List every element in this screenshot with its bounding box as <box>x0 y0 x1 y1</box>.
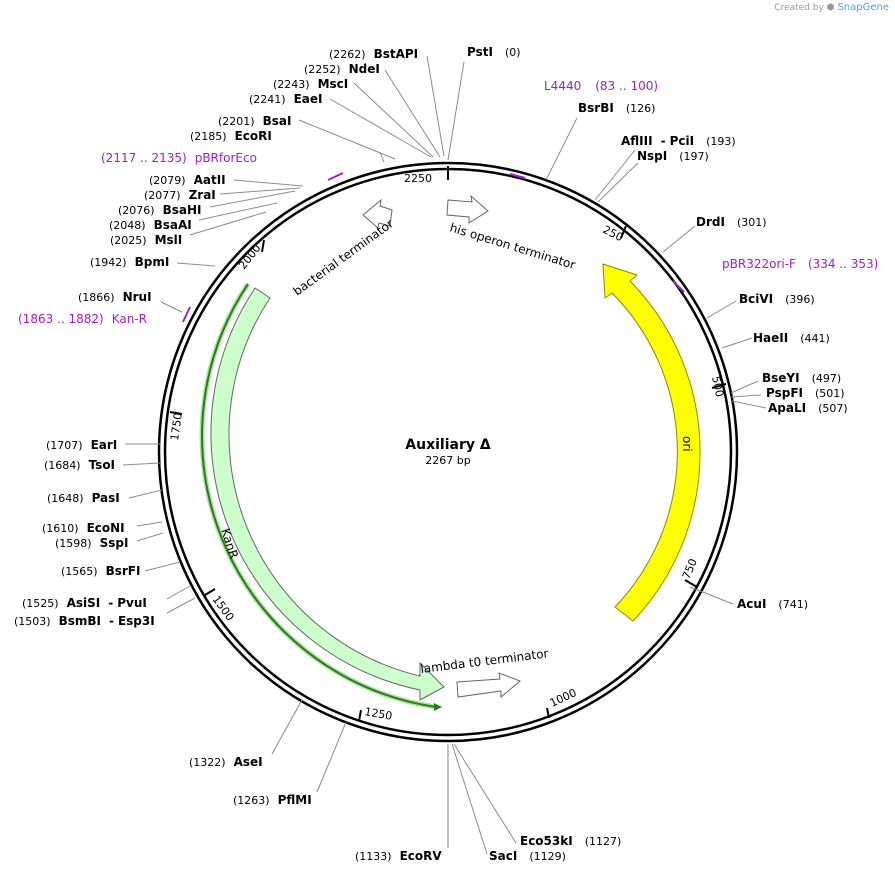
tick-label-2000: 2000 <box>236 242 263 272</box>
tick-label-750: 750 <box>680 557 700 581</box>
kanr-orf-line <box>199 282 442 711</box>
feature-lambda-t0-terminator[interactable] <box>456 672 521 699</box>
tick-label-1750: 1750 <box>168 412 185 442</box>
site-label-bcivi[interactable]: BciVI(396) <box>739 292 815 306</box>
feature-label-lambda-t0-terminator: lambda t0 terminator <box>420 646 550 676</box>
plasmid-length: 2267 bp <box>425 454 470 467</box>
site-label-sspi[interactable]: (1598)SspI <box>55 536 128 550</box>
feature-label-bacterial-terminator: bacterial terminator <box>291 216 397 298</box>
tick-label-2250: 2250 <box>404 172 432 185</box>
site-label-acui[interactable]: AcuI(741) <box>737 597 808 611</box>
site-label-asei[interactable]: (1322)AseI <box>189 755 263 769</box>
feature-label-his-operon-terminator: his operon terminator <box>448 220 577 272</box>
site-label-bpmi[interactable]: (1942)BpmI <box>90 255 169 269</box>
site-label-msli[interactable]: (2025)MslI <box>110 233 182 247</box>
site-label-bstapi[interactable]: (2262)BstAPI <box>329 47 418 61</box>
site-label-bsrbi[interactable]: BsrBI(126) <box>578 101 655 115</box>
primer-label-pbrforeco[interactable]: (2117 .. 2135)pBRforEco <box>101 151 257 165</box>
site-leader-lines <box>122 55 767 855</box>
snapgene-credit: Created by ⬢ SnapGene <box>774 2 889 13</box>
site-label-bsahi[interactable]: (2076)BsaHI <box>118 203 201 217</box>
site-label-pspfi[interactable]: PspFI(501) <box>766 386 845 400</box>
site-label-haeii[interactable]: HaeII(441) <box>753 331 830 345</box>
feature-bacterial-terminator[interactable] <box>362 198 393 229</box>
site-label-ecorv[interactable]: (1133)EcoRV <box>355 849 442 863</box>
site-label-eaei[interactable]: (2241)EaeI <box>249 92 322 106</box>
tick-label-1500: 1500 <box>210 593 237 623</box>
site-label-bsai[interactable]: (2201)BsaI <box>218 114 291 128</box>
site-label-eari[interactable]: (1707)EarI <box>46 438 117 452</box>
tick-label-500: 500 <box>709 375 726 398</box>
tick-label-250: 250 <box>601 223 626 244</box>
site-label-pasi[interactable]: (1648)PasI <box>47 491 120 505</box>
site-label-drdi[interactable]: DrdI(301) <box>696 215 767 229</box>
feature-ori[interactable] <box>602 263 701 622</box>
site-label-ecori[interactable]: (2185)EcoRI <box>190 129 272 143</box>
tick-label-1250: 1250 <box>363 705 393 723</box>
site-label-ndei[interactable]: (2252)NdeI <box>304 62 380 76</box>
site-label-asisi[interactable]: (1525)AsiSI-PvuI <box>22 596 147 610</box>
plasmid-name: Auxiliary Δ <box>405 437 491 453</box>
site-label-tsoi[interactable]: (1684)TsoI <box>44 458 115 472</box>
site-label-psti[interactable]: PstI(0) <box>467 45 521 59</box>
site-label-bseyi[interactable]: BseYI(497) <box>762 371 841 385</box>
site-label-eco53ki[interactable]: Eco53kI(1127) <box>520 834 621 848</box>
primer-marks <box>182 172 685 323</box>
site-label-pflmi[interactable]: (1263)PflMI <box>233 793 312 807</box>
snapgene-logo-icon: ⬢ <box>826 3 835 13</box>
feature-kanr[interactable] <box>210 287 445 701</box>
site-label-bsrfi[interactable]: (1565)BsrFI <box>61 564 140 578</box>
ticks <box>169 166 727 722</box>
site-label-aatii[interactable]: (2079)AatII <box>149 173 226 187</box>
site-label-nspi[interactable]: NspI(197) <box>637 149 709 163</box>
site-label-bsaai[interactable]: (2048)BsaAI <box>109 218 192 232</box>
site-label-saci[interactable]: SacI(1129) <box>489 849 566 863</box>
primer-label-l4440[interactable]: L4440(83 .. 100) <box>544 79 658 93</box>
credit-brand: SnapGene <box>837 2 889 13</box>
primer-label-kan-r[interactable]: (1863 .. 1882)Kan-R <box>18 312 147 326</box>
feature-label-ori: ori <box>680 436 694 452</box>
credit-prefix: Created by <box>774 3 824 13</box>
site-label-msci[interactable]: (2243)MscI <box>273 77 348 91</box>
site-label-bsmbi[interactable]: (1503)BsmBI-Esp3I <box>14 614 155 628</box>
feature-his-operon-terminator[interactable] <box>446 194 489 224</box>
site-label-apali[interactable]: ApaLI(507) <box>768 401 848 415</box>
primer-label-pbr322ori-f[interactable]: pBR322ori-F(334 .. 353) <box>722 257 878 271</box>
site-label-afliii[interactable]: AflIII-PciI(193) <box>621 134 736 148</box>
site-label-econi[interactable]: (1610)EcoNI <box>42 521 125 535</box>
site-label-drui[interactable]: (1866)NruI <box>78 290 152 304</box>
site-label-zrai[interactable]: (2077)ZraI <box>144 188 216 202</box>
